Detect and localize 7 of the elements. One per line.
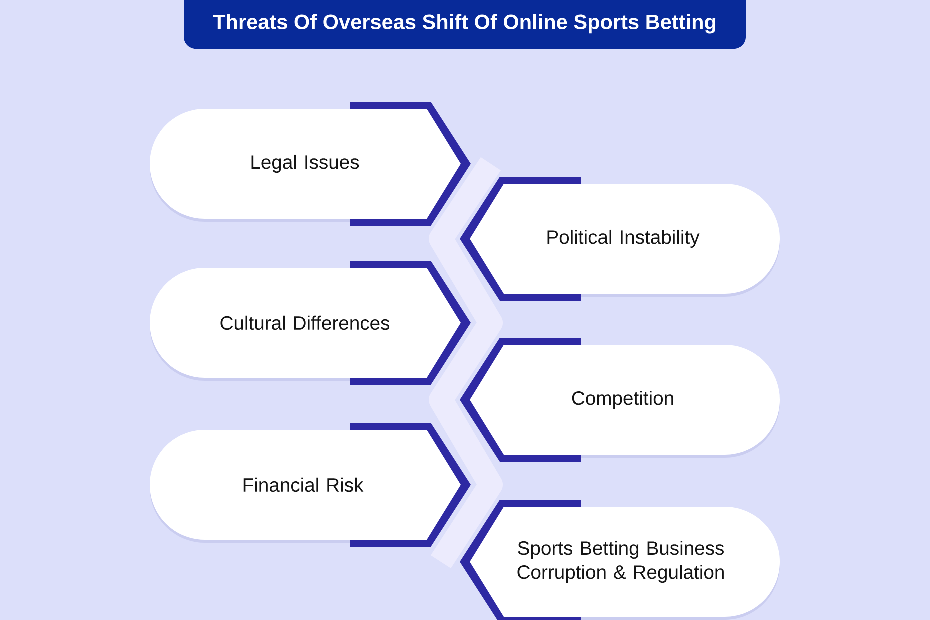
title-banner: Threats Of Overseas Shift Of Online Sports Betting <box>184 0 746 49</box>
chevron-pill: Competition <box>460 338 780 462</box>
chevron-pill: Sports Betting Business Corruption & Regulation <box>460 500 780 620</box>
chevron-pill: Financial Risk <box>150 423 471 547</box>
chevron-pill: Cultural Differences <box>150 261 471 385</box>
chevron-pill: Political Instability <box>460 177 780 301</box>
chevron-pill: Legal Issues <box>150 102 471 226</box>
